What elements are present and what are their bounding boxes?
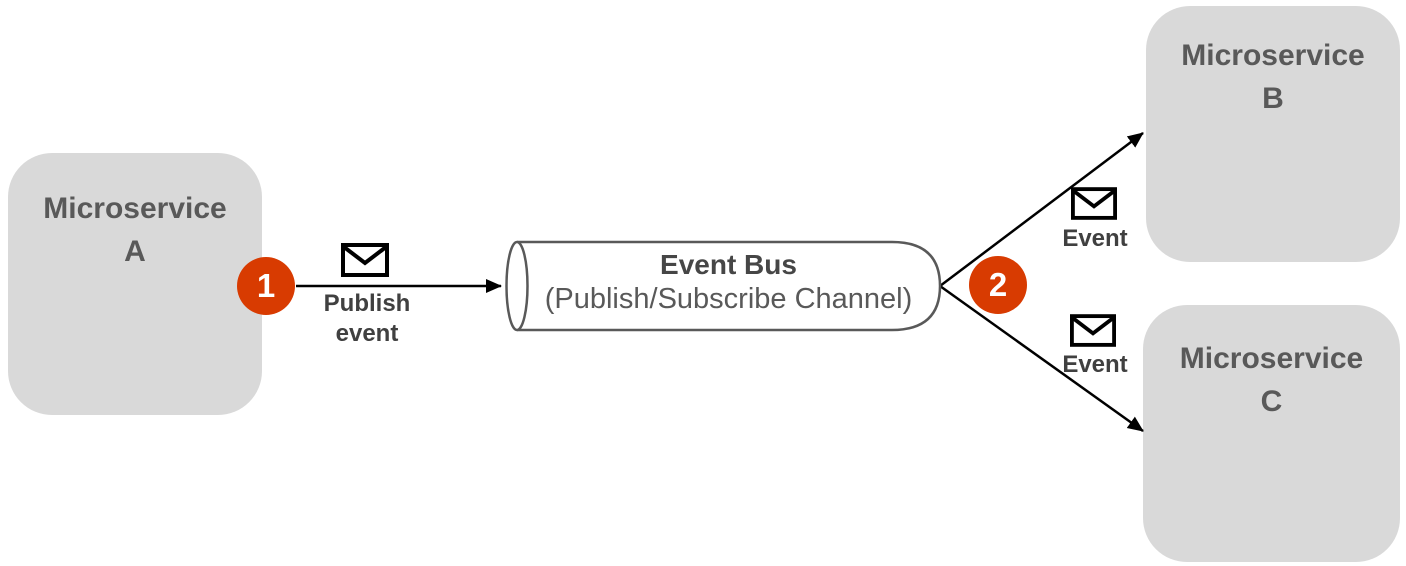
step-badge-2: 2 xyxy=(969,256,1027,314)
node-label: Microservice xyxy=(43,192,227,225)
envelope-icon xyxy=(1071,187,1117,220)
step-badge-number: 2 xyxy=(988,266,1008,303)
node-label: B xyxy=(1262,82,1284,115)
event-bus-title: Event Bus xyxy=(660,249,797,280)
node-microservice-c: Microservice C xyxy=(1143,305,1400,562)
node-microservice-a: Microservice A xyxy=(8,153,262,415)
node-label: Microservice xyxy=(1179,342,1364,375)
node-label: A xyxy=(124,235,146,268)
event-label-to-c: Event xyxy=(1062,351,1128,378)
event-bus-label: Event Bus (Publish/Subscribe Channel) xyxy=(527,249,930,318)
node-label: C xyxy=(1260,385,1283,418)
publish-event-label-line: event xyxy=(335,320,399,347)
node-microservice-b: Microservice B xyxy=(1146,6,1400,262)
envelope-icon xyxy=(341,243,389,277)
publish-event-label-line: Publish xyxy=(323,290,411,317)
publish-event-label: Publish event xyxy=(307,289,427,349)
event-bus-subtitle: (Publish/Subscribe Channel) xyxy=(544,283,913,315)
step-badge-number: 1 xyxy=(256,267,276,304)
node-label: Microservice xyxy=(1181,39,1365,72)
event-label-to-b: Event xyxy=(1062,225,1128,252)
envelope-icon xyxy=(1070,314,1116,347)
step-badge-1: 1 xyxy=(237,257,295,315)
